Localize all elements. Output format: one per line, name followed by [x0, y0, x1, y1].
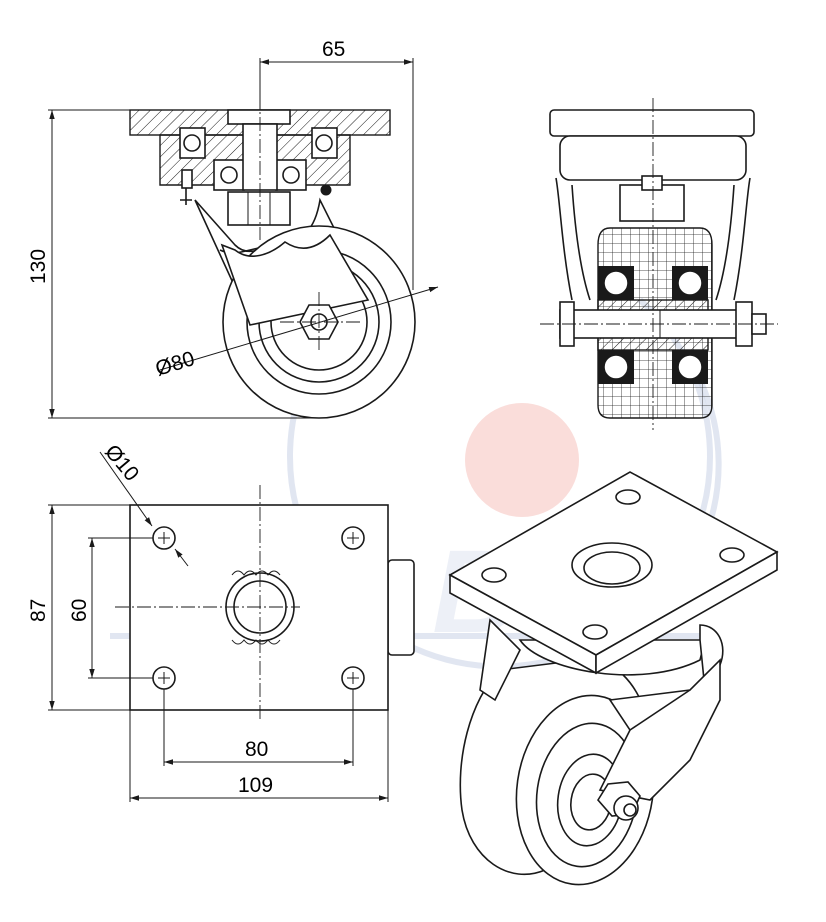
- dimension-hole-horizontal-spacing: 80: [163, 689, 354, 766]
- dimension-label-80: 80: [245, 738, 268, 761]
- dimension-label-o10: Ø10: [100, 440, 143, 485]
- dimension-label-130: 130: [27, 249, 50, 284]
- dimension-label-87: 87: [27, 599, 50, 622]
- dimension-label-60: 60: [68, 599, 91, 622]
- watermark-accent-dot: [465, 403, 579, 517]
- dimension-plate-height: 87: [27, 504, 130, 711]
- dimension-label-109: 109: [238, 774, 273, 797]
- dimension-label-65: 65: [322, 38, 345, 61]
- dimension-height: 130: [27, 109, 319, 419]
- dimension-label-o80: Ø80: [153, 347, 198, 381]
- top-plate-view: [115, 485, 415, 722]
- dimension-hole-vertical-spacing: 60: [68, 537, 153, 679]
- dimension-top-width: 65: [259, 38, 414, 290]
- dimension-plate-width: 109: [129, 710, 389, 802]
- front-section-view: [129, 95, 416, 419]
- side-section-view: [540, 98, 778, 430]
- isometric-view: [448, 471, 779, 886]
